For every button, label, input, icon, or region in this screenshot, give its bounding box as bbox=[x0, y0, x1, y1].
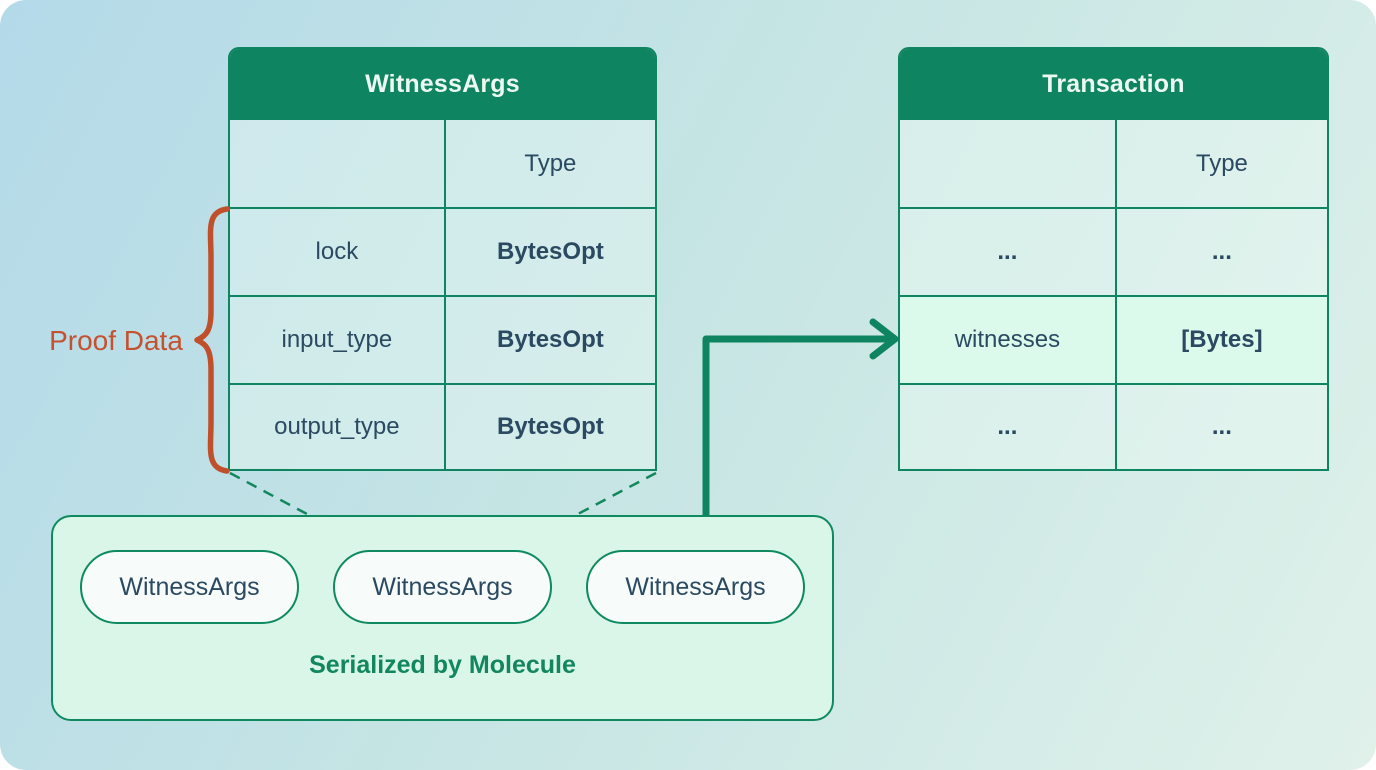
type-cell: ... bbox=[1114, 385, 1327, 469]
serialization-box: WitnessArgs WitnessArgs WitnessArgs Seri… bbox=[51, 515, 834, 721]
pill-row: WitnessArgs WitnessArgs WitnessArgs bbox=[53, 550, 832, 624]
witnessargs-table-title: WitnessArgs bbox=[230, 49, 655, 120]
proof-data-brace-icon bbox=[194, 206, 230, 474]
field-cell: output_type bbox=[274, 413, 400, 440]
type-cell: BytesOpt bbox=[443, 385, 655, 469]
field-cell: ... bbox=[997, 413, 1018, 440]
serialization-caption: Serialized by Molecule bbox=[309, 651, 576, 679]
field-cell bbox=[900, 120, 1115, 207]
table-row: input_type BytesOpt bbox=[230, 295, 655, 383]
witnessargs-pill: WitnessArgs bbox=[586, 550, 805, 624]
table-row: output_type BytesOpt bbox=[230, 383, 655, 469]
field-cell: lock bbox=[315, 238, 359, 265]
witnessargs-pill: WitnessArgs bbox=[333, 550, 552, 624]
field-cell: witnesses bbox=[954, 326, 1061, 353]
type-cell: BytesOpt bbox=[443, 297, 655, 383]
type-header-cell: Type bbox=[1114, 120, 1327, 207]
proof-data-label: Proof Data bbox=[49, 325, 183, 356]
table-row: Type bbox=[900, 120, 1327, 207]
arrowhead-icon bbox=[869, 318, 899, 360]
field-cell: ... bbox=[997, 238, 1018, 265]
type-header-cell: Type bbox=[443, 120, 655, 207]
arrow-connector bbox=[702, 335, 894, 520]
field-cell: input_type bbox=[281, 326, 393, 353]
table-row: lock BytesOpt bbox=[230, 207, 655, 295]
table-row-witnesses: witnesses [Bytes] bbox=[900, 295, 1327, 383]
type-cell: BytesOpt bbox=[443, 209, 655, 295]
table-row: Type bbox=[230, 120, 655, 207]
transaction-table: Transaction Type ... ... witnesses [Byte… bbox=[898, 47, 1329, 471]
witnessargs-table: WitnessArgs Type lock BytesOpt input_typ… bbox=[228, 47, 657, 471]
witnessargs-pill: WitnessArgs bbox=[80, 550, 299, 624]
table-row: ... ... bbox=[900, 383, 1327, 469]
table-row: ... ... bbox=[900, 207, 1327, 295]
field-cell bbox=[230, 120, 444, 207]
type-cell: [Bytes] bbox=[1114, 297, 1327, 383]
type-cell: ... bbox=[1114, 209, 1327, 295]
transaction-table-title: Transaction bbox=[900, 49, 1327, 120]
